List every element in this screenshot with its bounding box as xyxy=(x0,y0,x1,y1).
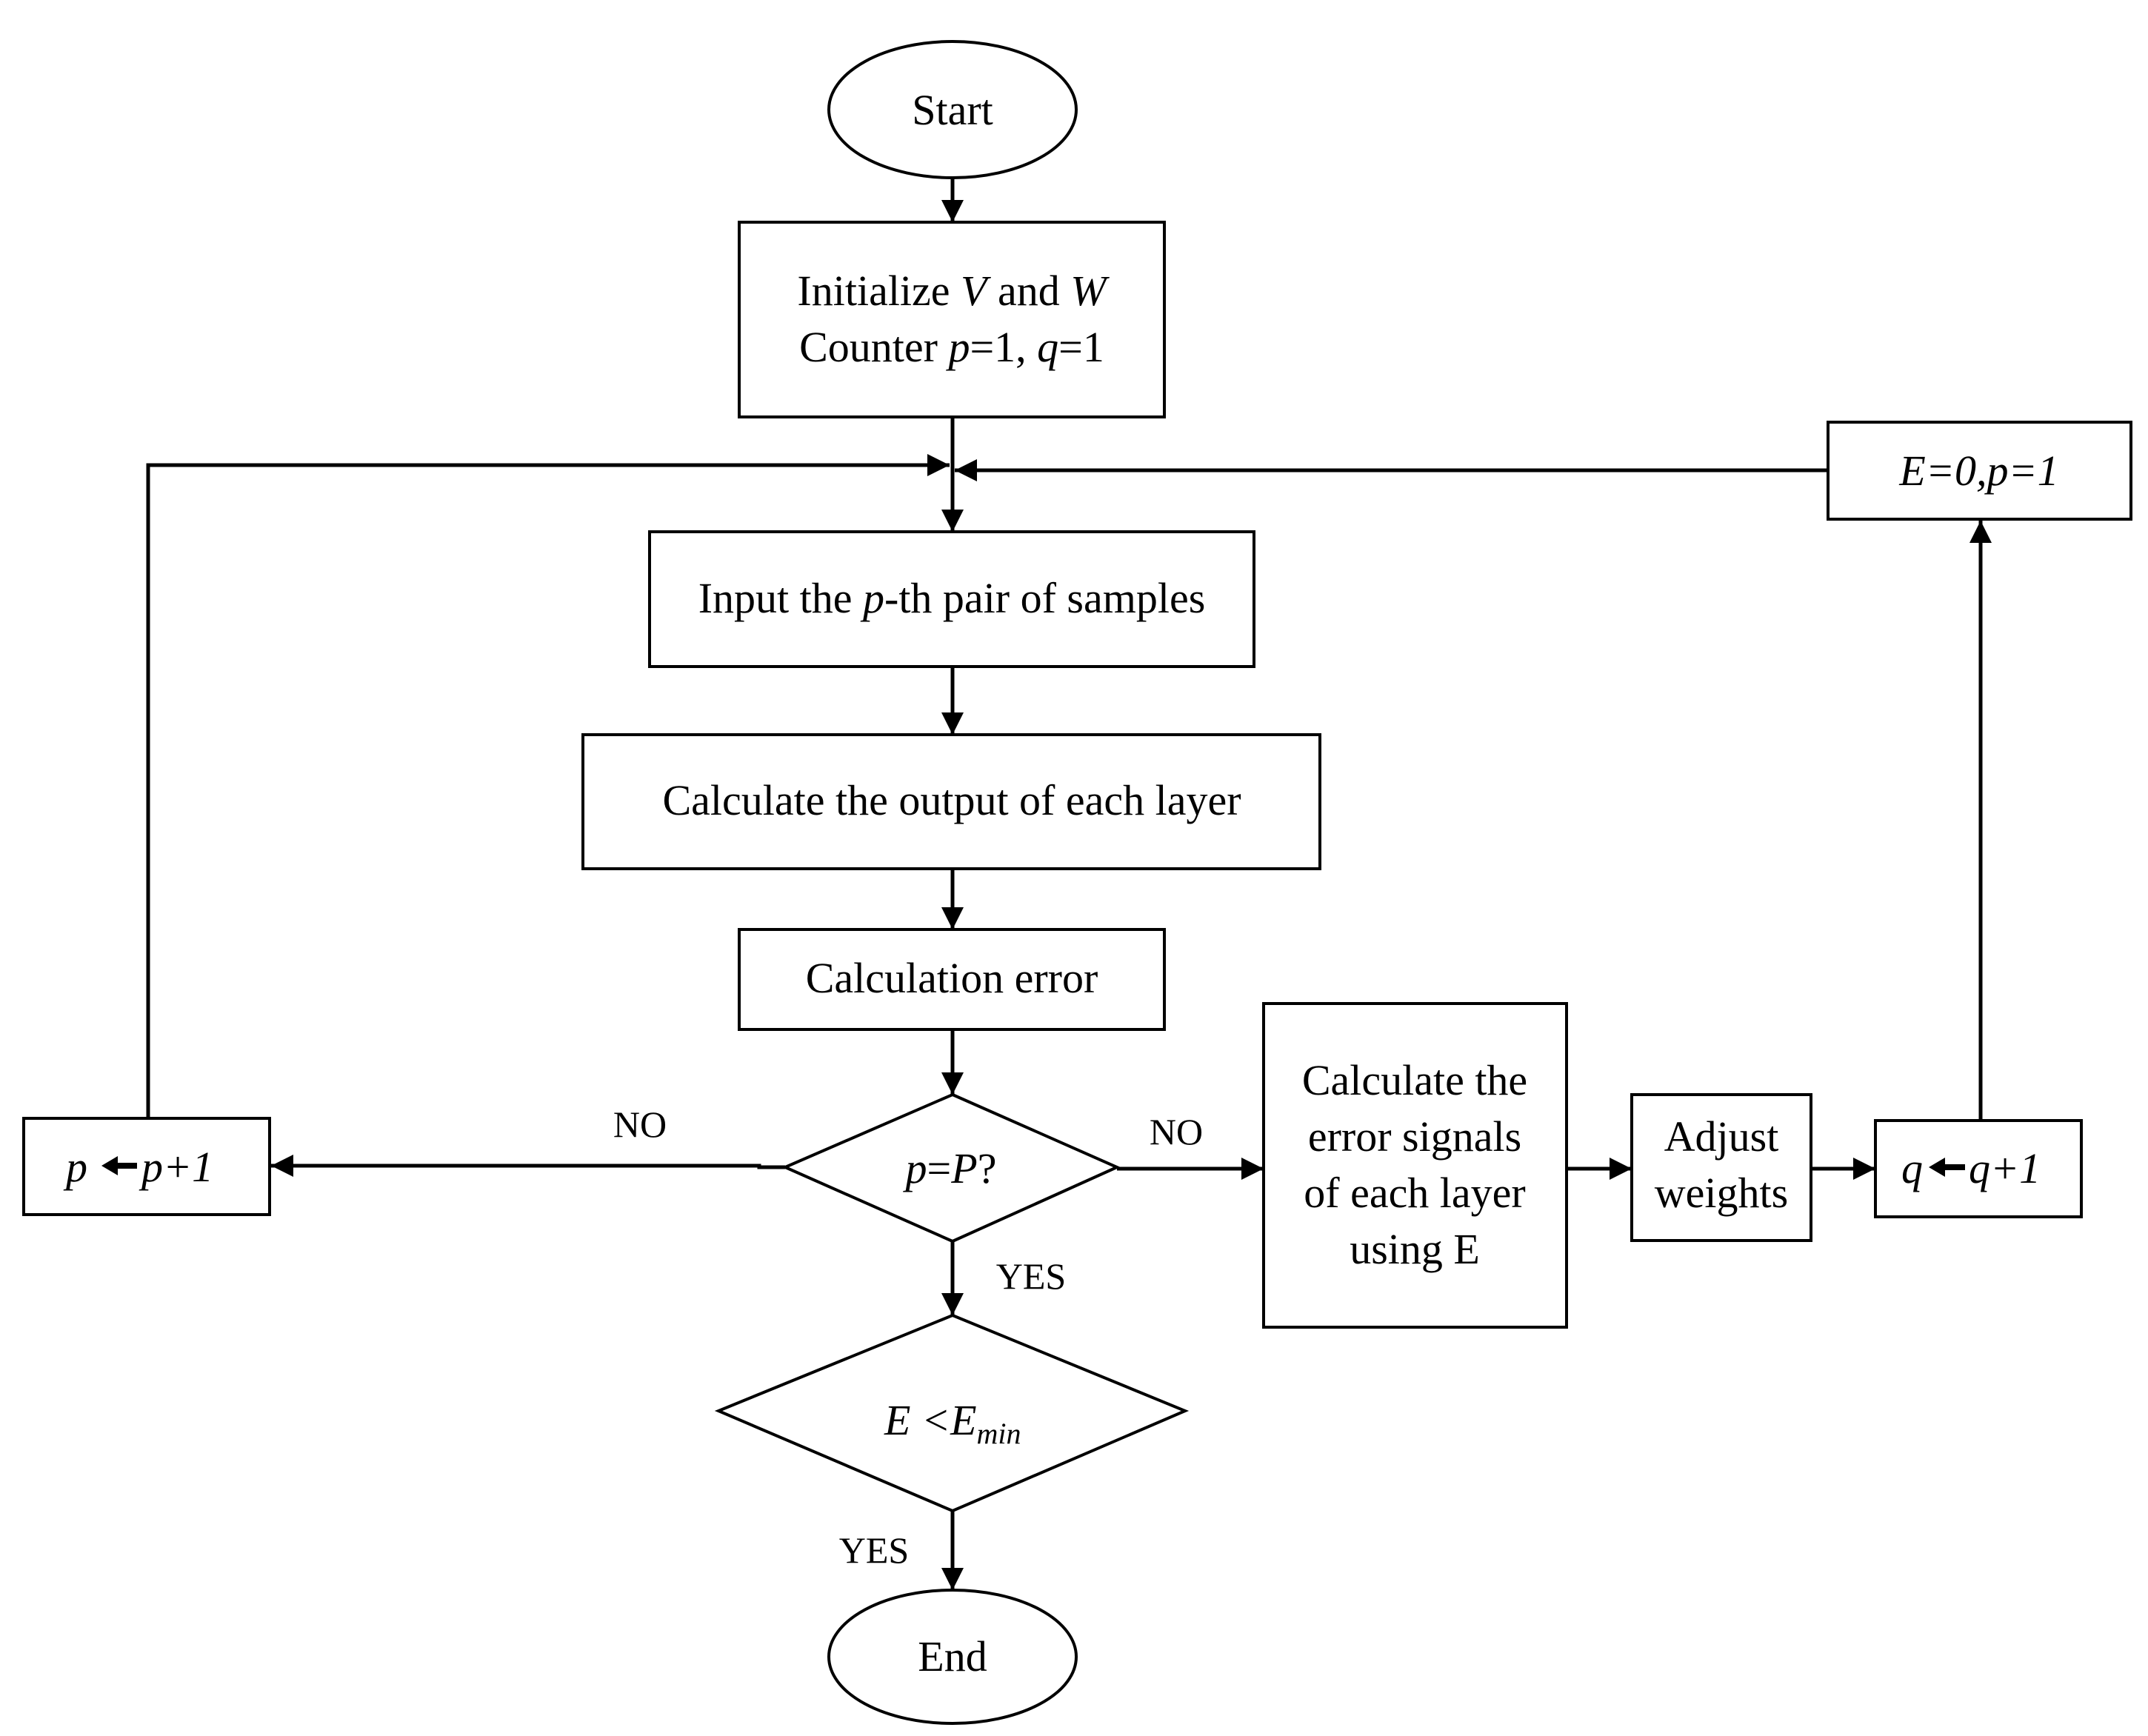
decision-e-label: E <Emin xyxy=(884,1396,1021,1450)
calc-error-label: Calculation error xyxy=(806,954,1098,1002)
node-p-incr: p p+1 xyxy=(22,1117,271,1216)
node-start: Start xyxy=(827,40,1078,179)
arrow-p-incr-loop xyxy=(146,454,950,1118)
decision-e-diamond xyxy=(714,1313,1190,1513)
calc-output-label: Calculate the output of each layer xyxy=(662,776,1241,824)
start-terminal-shape xyxy=(827,40,1078,179)
node-decision-e: E <Emin xyxy=(714,1313,1190,1513)
calc-error-box xyxy=(738,928,1166,1031)
error-signals-line-3: of each layer xyxy=(1304,1169,1525,1217)
node-q-incr: q q+1 xyxy=(1874,1119,2083,1218)
p-incr-rhs: p+1 xyxy=(139,1143,213,1191)
p-incr-lhs: p xyxy=(63,1143,87,1191)
start-label: Start xyxy=(912,86,993,134)
q-incr-lhs: q xyxy=(1901,1144,1923,1192)
arrow-decision-p-no-left xyxy=(271,1155,785,1177)
init-line-2: Counter p=1, q=1 xyxy=(799,323,1104,371)
decision-p-diamond xyxy=(781,1092,1121,1243)
node-calc-output: Calculate the output of each layer xyxy=(581,733,1321,870)
init-line-1: Initialize V and W xyxy=(797,267,1110,315)
edge-label-yes-1: YES xyxy=(996,1255,1066,1297)
node-init: Initialize V and W Counter p=1, q=1 xyxy=(738,221,1166,418)
connectors xyxy=(146,178,1992,1590)
node-decision-p: p=P? xyxy=(781,1092,1121,1243)
init-box xyxy=(738,221,1166,418)
end-label: End xyxy=(918,1632,987,1680)
decision-p-label: p=P? xyxy=(903,1144,997,1192)
edge-labels: NO NO YES YES xyxy=(613,1104,1203,1571)
input-label: Input the p-th pair of samples xyxy=(698,574,1206,622)
node-calc-error: Calculation error xyxy=(738,928,1166,1031)
adjust-box xyxy=(1630,1093,1812,1242)
end-terminal-shape xyxy=(827,1589,1078,1725)
error-signals-line-2: error signals xyxy=(1308,1112,1521,1161)
reset-label: E=0,p=1 xyxy=(1898,447,2058,495)
error-signals-line-4: using E xyxy=(1350,1225,1480,1273)
calc-output-box xyxy=(581,733,1321,870)
assign-arrow-icon xyxy=(1929,1158,1965,1177)
adjust-line-1: Adjust xyxy=(1664,1112,1779,1161)
reset-box xyxy=(1827,421,2132,521)
q-incr-box xyxy=(1874,1119,2083,1218)
assign-arrow-icon xyxy=(101,1156,137,1175)
q-incr-rhs: q+1 xyxy=(1969,1144,2041,1192)
edge-label-yes-2: YES xyxy=(839,1529,909,1571)
node-error-signals: Calculate the error signals of each laye… xyxy=(1262,1002,1568,1329)
error-signals-box xyxy=(1262,1002,1568,1329)
adjust-line-2: weights xyxy=(1655,1169,1788,1217)
node-input: Input the p-th pair of samples xyxy=(648,530,1255,668)
node-end: End xyxy=(827,1589,1078,1725)
node-adjust: Adjust weights xyxy=(1630,1093,1812,1242)
input-box xyxy=(648,530,1255,668)
edge-label-no-right: NO xyxy=(1150,1111,1203,1152)
error-signals-line-1: Calculate the xyxy=(1302,1056,1527,1104)
p-incr-box xyxy=(22,1117,271,1216)
edge-label-no-left: NO xyxy=(613,1104,667,1145)
node-reset: E=0,p=1 xyxy=(1827,421,2132,521)
